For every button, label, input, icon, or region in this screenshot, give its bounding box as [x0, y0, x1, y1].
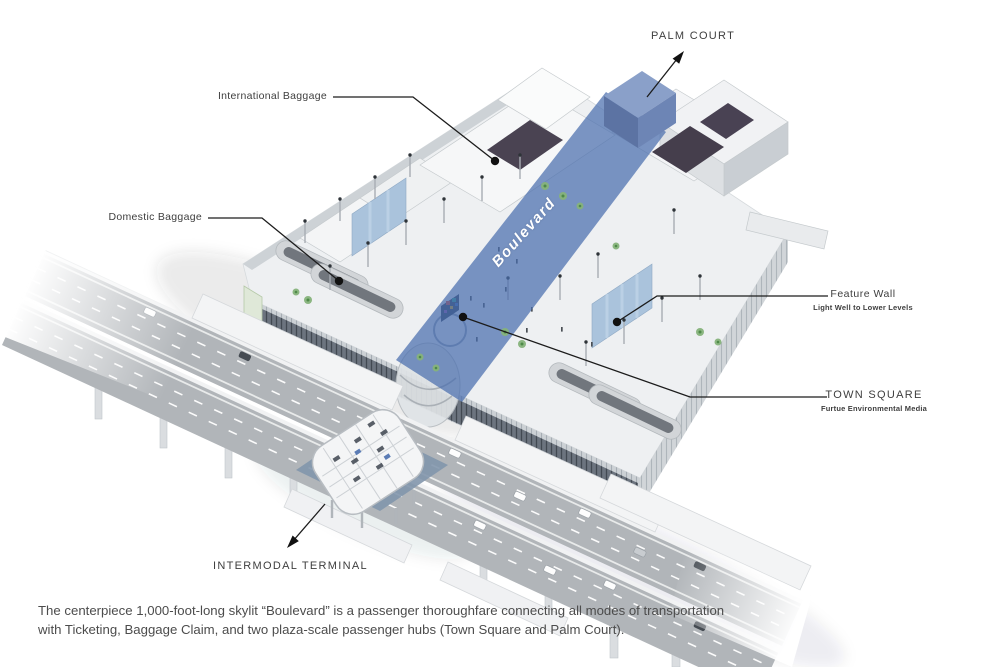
- caption-line-2: with Ticketing, Baggage Claim, and two p…: [38, 621, 625, 637]
- intermodal-terminal-structure: [296, 408, 448, 528]
- leader-lines: [208, 51, 828, 548]
- palm-court-label: PALM COURT: [651, 30, 736, 42]
- domestic-baggage-label: Domestic Baggage: [108, 211, 202, 223]
- caption-line-1: The centerpiece 1,000-foot-long skylit “…: [38, 603, 725, 618]
- international-baggage-leader: [333, 96, 496, 162]
- town-square-label: TOWN SQUARE Furtue Environmental Media: [795, 389, 953, 413]
- town-square-subtitle: Furtue Environmental Media: [820, 404, 928, 413]
- skylight-strips: [487, 103, 754, 173]
- feature-wall-label: Feature Wall Light Well to Lower Levels: [788, 288, 938, 312]
- curbside-canopies: [191, 293, 812, 637]
- feature-wall-leader: [616, 295, 828, 323]
- international-baggage-label: International Baggage: [217, 90, 327, 102]
- baggage-carousels: [275, 240, 682, 440]
- town-square-leader: [462, 316, 827, 398]
- domestic-baggage-leader: [208, 217, 340, 282]
- figure-caption: The centerpiece 1,000-foot-long skylit “…: [38, 602, 724, 639]
- palm-trees: [292, 182, 722, 372]
- feature-wall-title: Feature Wall: [830, 288, 896, 300]
- palm-court-arrowhead: [672, 51, 684, 64]
- palm-court-arrow-line: [646, 58, 678, 98]
- feature-walls: [351, 177, 653, 349]
- feature-wall-subtitle: Light Well to Lower Levels: [813, 303, 913, 312]
- intermodal-terminal-label: INTERMODAL TERMINAL: [213, 560, 368, 572]
- intermodal-arrowhead: [287, 535, 299, 548]
- columns: [303, 153, 702, 366]
- intermodal-arrow-line: [292, 503, 326, 542]
- leader-dots: [287, 51, 684, 548]
- town-square-title: TOWN SQUARE: [825, 389, 923, 401]
